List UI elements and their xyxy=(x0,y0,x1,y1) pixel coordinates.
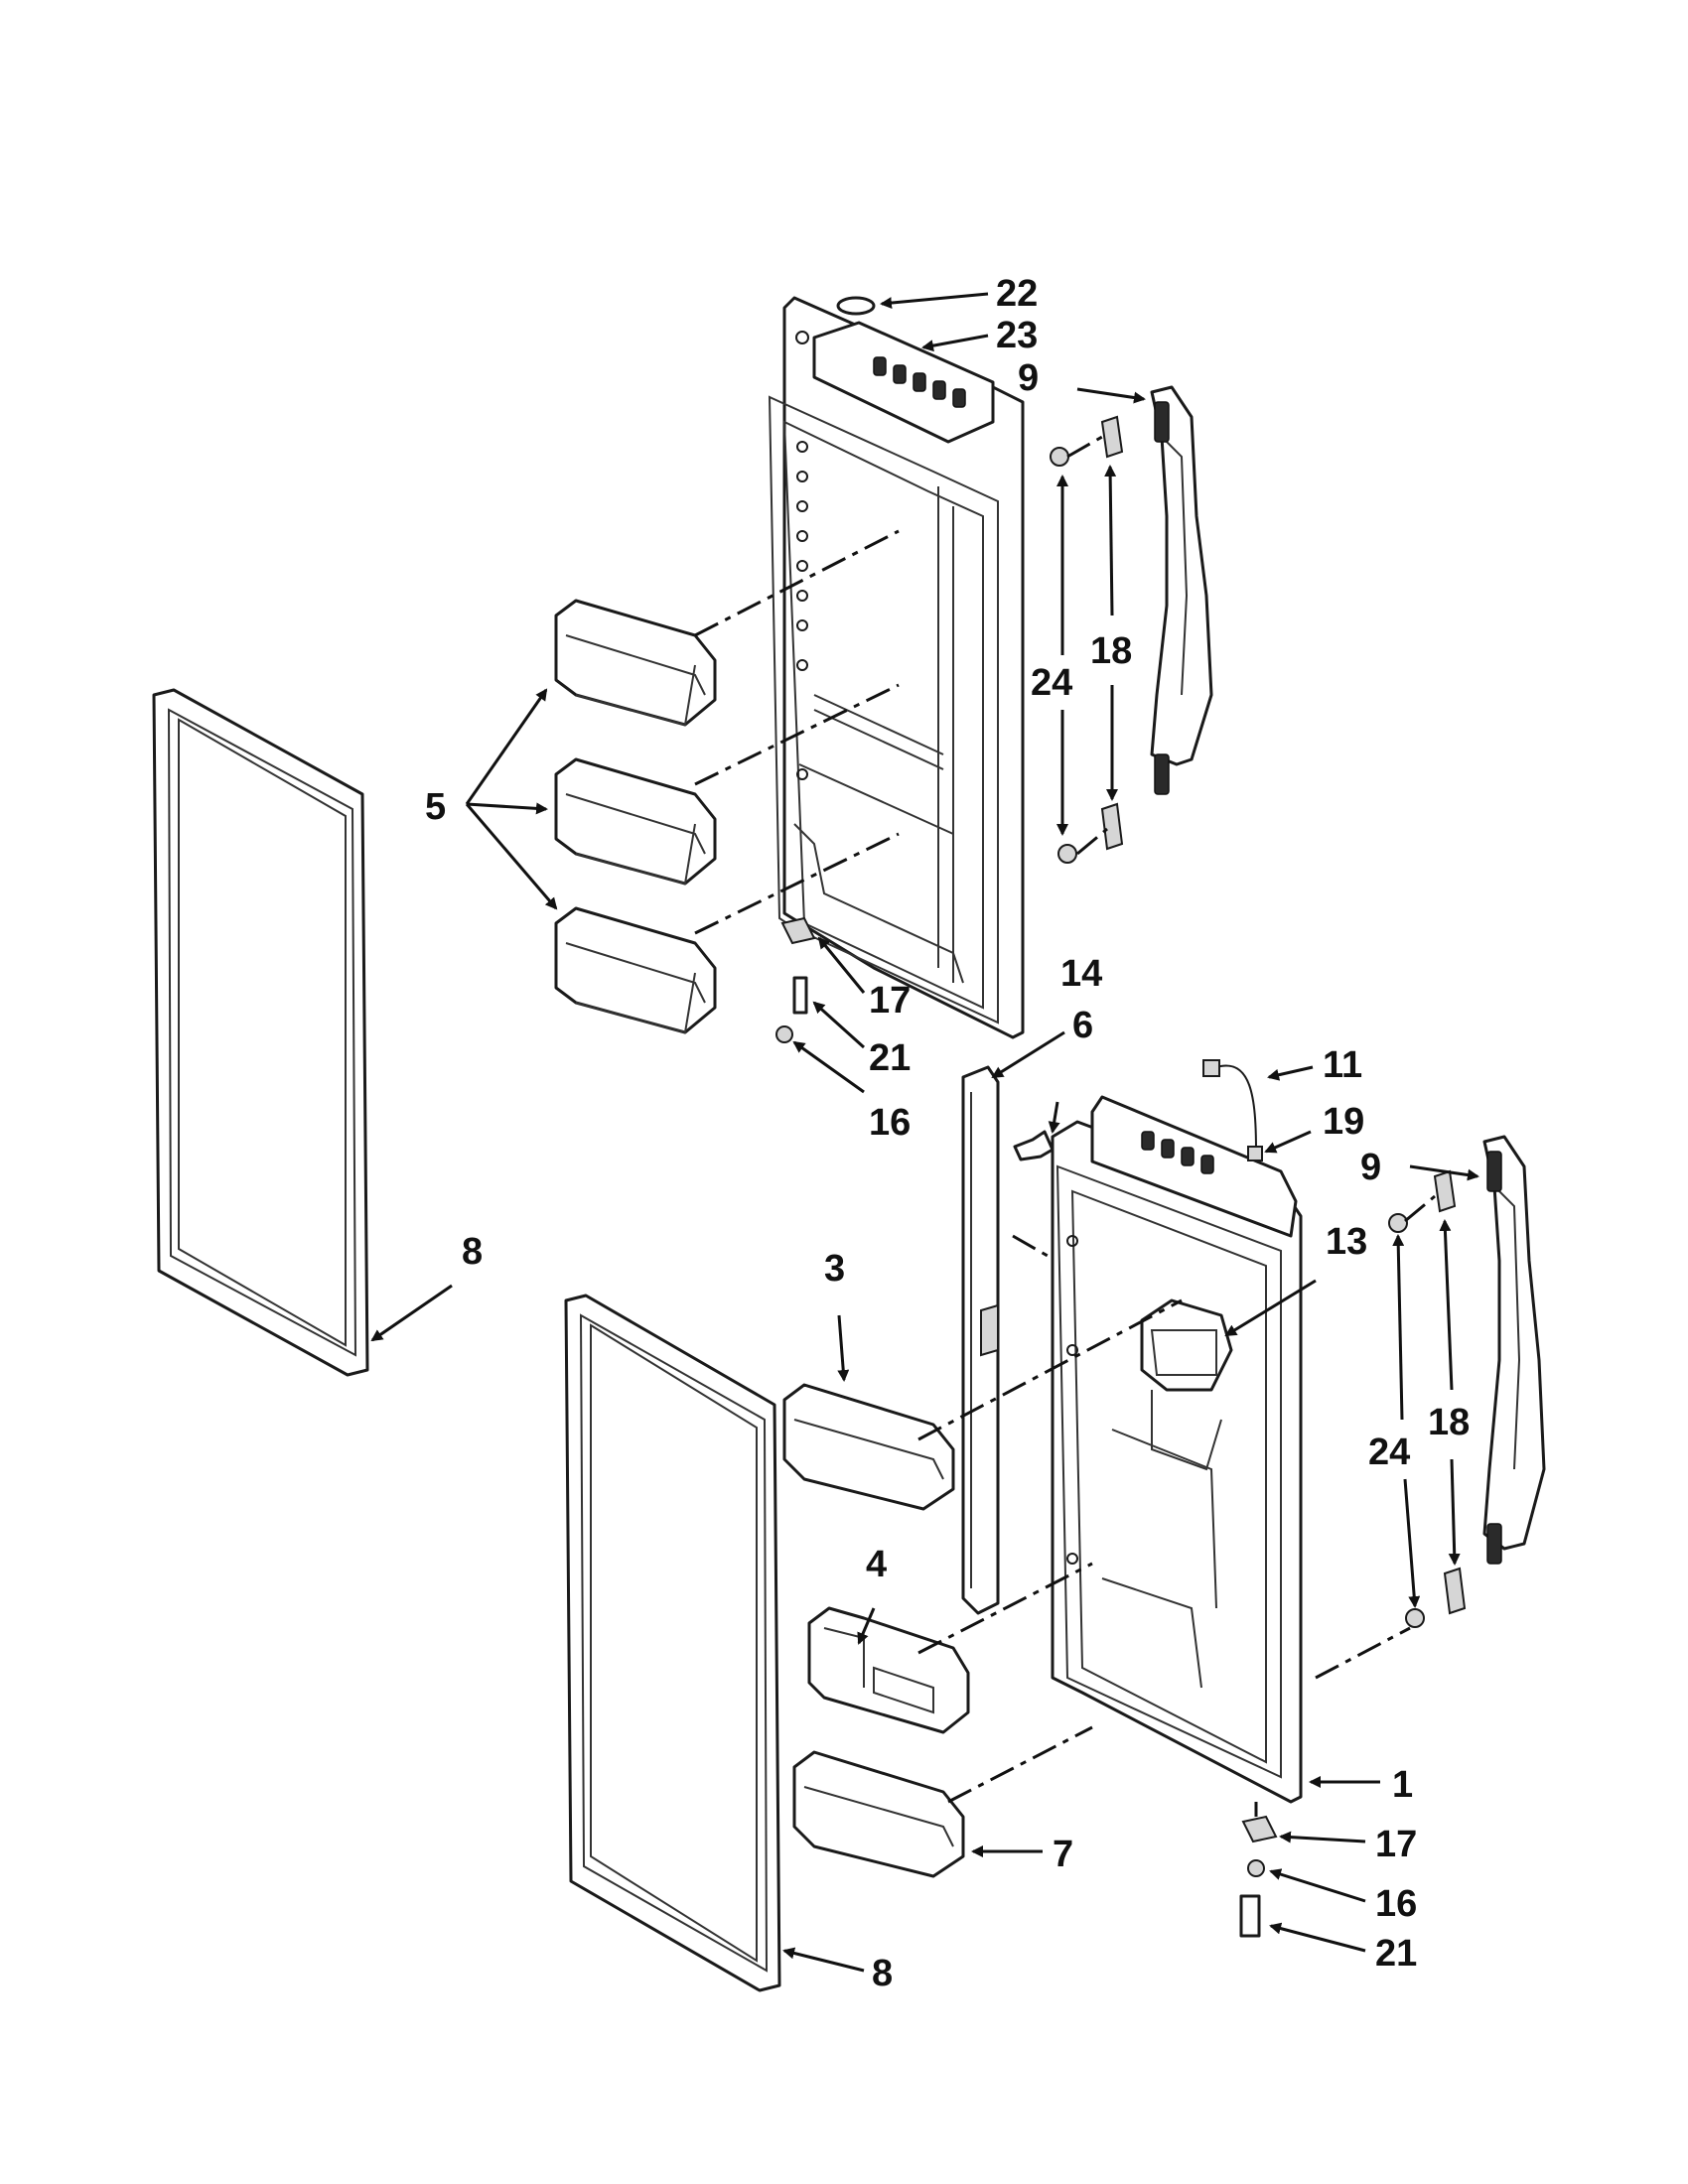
upper-door-liner xyxy=(768,296,1025,1039)
callout-5: 5 xyxy=(425,786,446,828)
callout-17-upper: 17 xyxy=(869,980,911,1022)
upper-hinge-hardware xyxy=(775,916,816,1043)
lower-door-liner xyxy=(1051,1095,1303,1804)
callout-19: 19 xyxy=(1323,1101,1364,1143)
callout-21-lower: 21 xyxy=(1375,1933,1417,1975)
lower-hinge-hardware xyxy=(1239,1815,1278,1938)
water-tube-assembly xyxy=(1202,1059,1263,1161)
upper-door-gasket xyxy=(152,688,369,1377)
lower-handle-brackets xyxy=(1388,1169,1467,1628)
lower-door-handle xyxy=(1482,1135,1546,1565)
callout-11: 11 xyxy=(1323,1044,1362,1086)
callout-6: 6 xyxy=(1072,1005,1093,1046)
part-22-plug xyxy=(836,296,876,316)
part-6-screw xyxy=(1013,1130,1055,1161)
callout-3: 3 xyxy=(824,1248,845,1290)
upper-door-bins xyxy=(554,599,717,1034)
callout-16-lower: 16 xyxy=(1375,1883,1417,1925)
upper-door-handle xyxy=(1150,385,1213,795)
callout-8-lower: 8 xyxy=(872,1953,893,1994)
callout-8-upper: 8 xyxy=(462,1231,483,1273)
mullion-strip xyxy=(961,1065,1000,1615)
callout-17-lower: 17 xyxy=(1375,1824,1417,1865)
lower-door-gasket xyxy=(564,1294,781,1992)
callout-labels: 22 23 9 24 18 5 17 21 16 14 6 11 19 9 13… xyxy=(425,273,1470,1994)
callout-4: 4 xyxy=(866,1544,887,1585)
callout-9-upper: 9 xyxy=(1018,357,1039,399)
callout-9-lower: 9 xyxy=(1360,1147,1381,1188)
callout-13: 13 xyxy=(1326,1221,1367,1263)
callout-7: 7 xyxy=(1053,1834,1073,1875)
callout-18-lower: 18 xyxy=(1428,1402,1470,1443)
callout-16-upper: 16 xyxy=(869,1102,911,1144)
callout-14: 14 xyxy=(1060,953,1102,995)
callout-24-lower: 24 xyxy=(1368,1432,1410,1473)
upper-handle-brackets xyxy=(1050,415,1124,864)
leader-lines xyxy=(370,292,1479,1973)
callout-21-upper: 21 xyxy=(869,1037,911,1079)
callout-1: 1 xyxy=(1392,1764,1413,1806)
callout-18-upper: 18 xyxy=(1090,630,1132,672)
lower-door-bins xyxy=(782,1383,970,1878)
callout-23: 23 xyxy=(996,315,1038,356)
callout-24-upper: 24 xyxy=(1031,662,1072,704)
callout-22: 22 xyxy=(996,273,1038,315)
